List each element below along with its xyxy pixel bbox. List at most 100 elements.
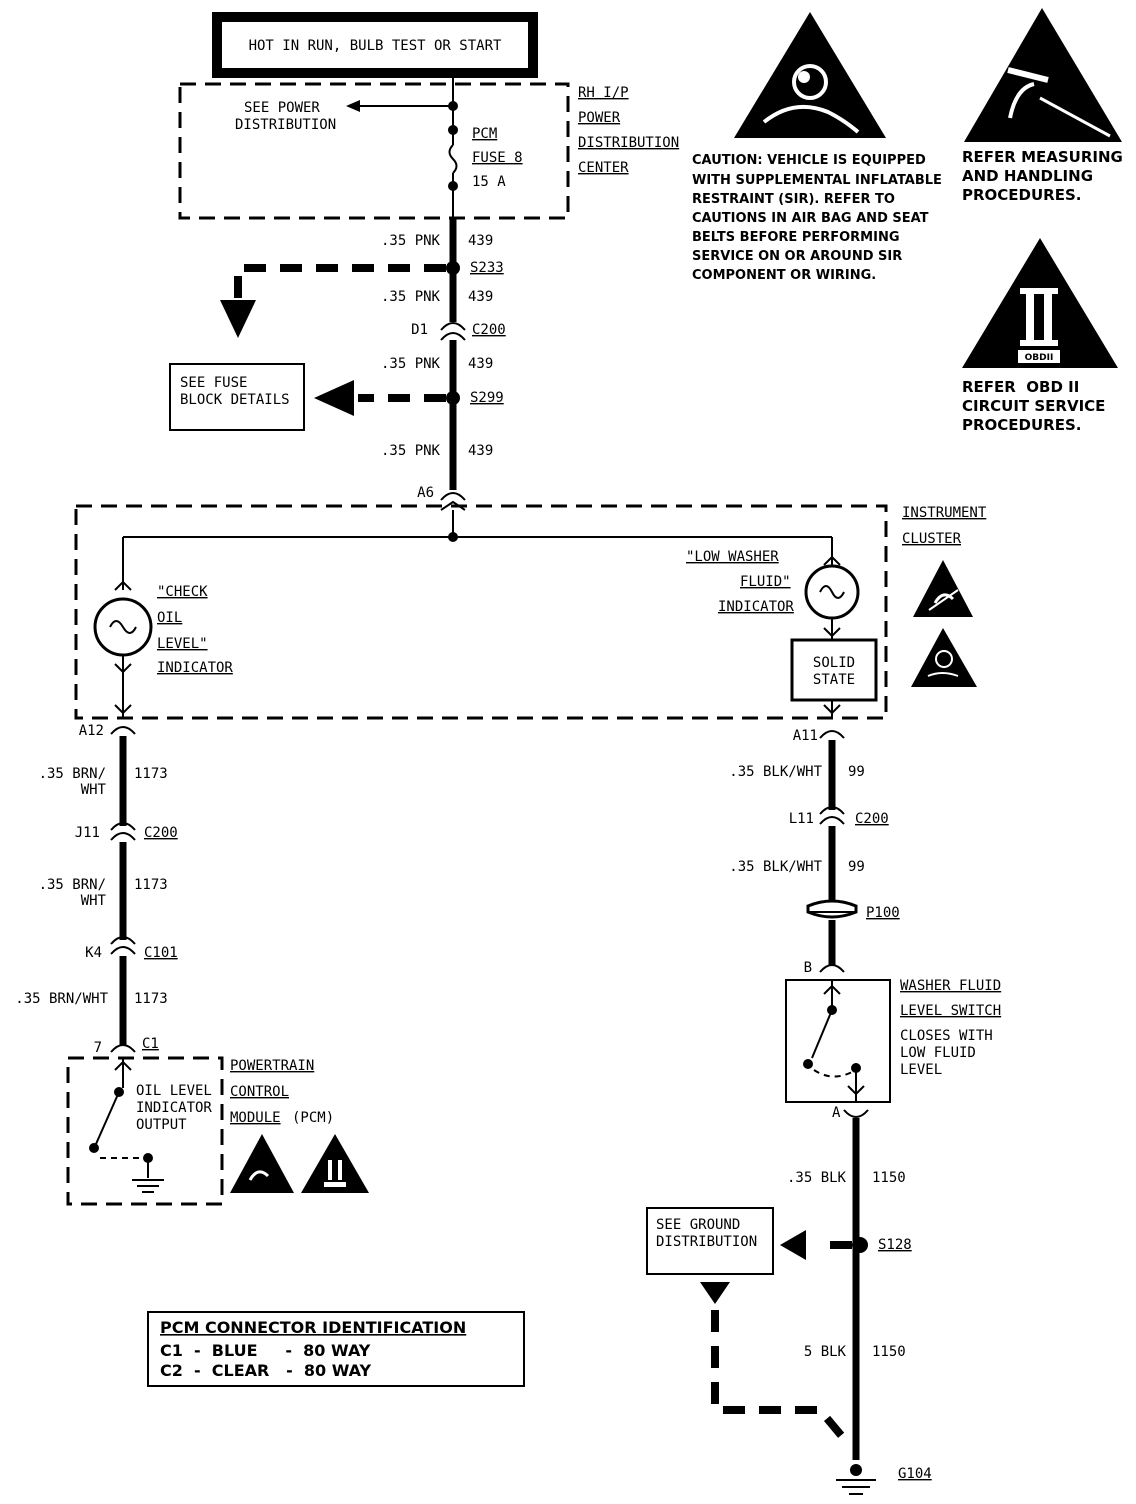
sir-note-6: SERVICE ON OR AROUND SIR	[692, 249, 902, 264]
wire-1150-num-2: 1150	[872, 1344, 906, 1360]
pcm-connector-id-row2: C2 - CLEAR - 80 WAY	[160, 1361, 371, 1380]
fuse-label-2: FUSE 8	[472, 150, 523, 166]
ground-g104-label: G104	[898, 1466, 932, 1482]
splice-s128-label: S128	[878, 1237, 912, 1253]
connector-p100-label: P100	[866, 905, 900, 921]
sir-note-1: CAUTION: VEHICLE IS EQUIPPED	[692, 153, 926, 168]
esd-note-2: AND HANDLING	[962, 167, 1093, 185]
power-source-box: HOT IN RUN, BULB TEST OR START	[212, 12, 538, 78]
connector-l11-label: L11	[789, 811, 814, 827]
s128-arrow	[780, 1230, 806, 1260]
connector-c101-label: C101	[144, 945, 178, 961]
pcm-output-label-3: OUTPUT	[136, 1117, 187, 1133]
p100-passthrough	[806, 899, 858, 919]
solid-state-label-1: SOLID	[813, 655, 855, 671]
pcm-connector-id-row1: C1 - BLUE - 80 WAY	[160, 1341, 371, 1360]
sir-icon-small	[911, 628, 977, 687]
pcm-name-4: (PCM)	[292, 1110, 334, 1126]
connector-a12-label: A12	[79, 723, 104, 739]
wire-99-gauge-2: .35 BLK/WHT	[729, 859, 822, 875]
pcm-outline	[66, 1056, 224, 1206]
obd-note-3: PROCEDURES.	[962, 416, 1081, 434]
low-washer-label-1: "LOW WASHER	[686, 549, 779, 565]
fuse-block-name-4: CENTER	[578, 160, 629, 176]
cluster-name-2: CLUSTER	[902, 531, 962, 547]
check-oil-label-4: INDICATOR	[157, 660, 233, 676]
instrument-cluster-outline	[74, 504, 888, 720]
connector-a-label: A	[832, 1105, 841, 1121]
fuse-details-line2: BLOCK DETAILS	[180, 392, 290, 408]
ground-dashed-path	[711, 1310, 854, 1449]
fuse-block-name-2: POWER	[578, 110, 621, 126]
connector-pin7-label: 7	[94, 1040, 102, 1056]
wire-1150-gauge-1: .35 BLK	[787, 1170, 847, 1186]
wire-99-num-2: 99	[848, 859, 865, 875]
see-power-arrow	[346, 100, 360, 112]
connector-a6-label: A6	[417, 485, 434, 501]
wire-439-gauge-4: .35 PNK	[381, 443, 441, 459]
fuse-details-box	[169, 363, 305, 431]
wire-99-gauge-1: .35 BLK/WHT	[729, 764, 822, 780]
fuse-block-name-1: RH I/P	[578, 85, 629, 101]
esd-note-3: PROCEDURES.	[962, 186, 1081, 204]
fuse-label-3: 15 A	[472, 174, 506, 190]
fuse-block-name-3: DISTRIBUTION	[578, 135, 679, 151]
washer-switch-contacts	[803, 980, 865, 1102]
fuse-block-labels: SEE POWER DISTRIBUTION PCM FUSE 8 15 A R…	[235, 85, 679, 190]
splice-s299	[446, 391, 460, 405]
sir-note-7: COMPONENT OR WIRING.	[692, 268, 876, 283]
connector-d1-label: D1	[411, 322, 428, 338]
see-power-line1: SEE POWER	[244, 100, 320, 116]
wire-1173-num-2: 1173	[134, 877, 168, 893]
wire-1173-gauge-2b: WHT	[81, 893, 107, 909]
solid-state-box	[790, 638, 878, 702]
wire-1173-gauge-3: .35 BRN/WHT	[15, 991, 108, 1007]
pcm-output-label-2: INDICATOR	[136, 1100, 212, 1116]
sir-note-5: BELTS BEFORE PERFORMING	[692, 230, 900, 245]
obd-ii-icon: OBDII	[962, 238, 1118, 368]
ground-distribution-line2: DISTRIBUTION	[656, 1234, 757, 1250]
s299-arrow-left	[314, 380, 354, 416]
pcm-connector-id-title: PCM CONNECTOR IDENTIFICATION	[160, 1318, 466, 1337]
fuse-block-outline	[178, 82, 570, 220]
wire-1150-gauge-2: 5 BLK	[804, 1344, 847, 1360]
wire-99-num-1: 99	[848, 764, 865, 780]
fuse-symbol	[448, 144, 458, 174]
washer-switch-box	[785, 979, 891, 1103]
splice-s233	[446, 261, 460, 275]
low-washer-label-2: FLUID"	[740, 574, 791, 590]
obd-note-2: CIRCUIT SERVICE	[962, 397, 1105, 415]
pcm-obd-icon	[301, 1134, 369, 1193]
wire-439-num-3: 439	[468, 356, 493, 372]
obd-note-1: REFER OBD II	[962, 378, 1079, 396]
obd-badge-text: OBDII	[1025, 353, 1054, 363]
wire-439-num-2: 439	[468, 289, 493, 305]
sir-note-3: RESTRAINT (SIR). REFER TO	[692, 192, 895, 207]
washer-switch-name-1: WASHER FLUID	[900, 978, 1001, 994]
connector-a11-label: A11	[793, 728, 818, 744]
connector-c200-top-label: C200	[472, 322, 506, 338]
esd-note-1: REFER MEASURING	[962, 148, 1123, 166]
washer-switch-desc-2: LOW FLUID	[900, 1045, 976, 1061]
s233-arrow-down	[220, 300, 256, 338]
pcm-output-switch	[89, 1058, 164, 1193]
power-source-label: HOT IN RUN, BULB TEST OR START	[249, 38, 502, 54]
connector-c200-left-label: C200	[144, 825, 178, 841]
washer-switch-name-2: LEVEL SWITCH	[900, 1003, 1001, 1019]
wire-439-labels: .35 PNK 439 .35 PNK 439 .35 PNK 439 .35 …	[381, 233, 493, 459]
check-oil-label-3: LEVEL"	[157, 636, 208, 652]
solid-state-label-2: STATE	[813, 672, 855, 688]
check-oil-label-1: "CHECK	[157, 584, 208, 600]
ground-distribution-line1: SEE GROUND	[656, 1217, 740, 1233]
ground-arrow-up	[700, 1282, 730, 1304]
pcm-output-label-1: OIL LEVEL	[136, 1083, 212, 1099]
fuse-details-line1: SEE FUSE	[180, 375, 247, 391]
splice-s299-label: S299	[470, 390, 504, 406]
wire-1173-num-1: 1173	[134, 766, 168, 782]
wire-439-num-1: 439	[468, 233, 493, 249]
connector-b-label: B	[804, 960, 812, 976]
connector-k4-label: K4	[85, 945, 102, 961]
wire-439-gauge-1: .35 PNK	[381, 233, 441, 249]
low-washer-label-3: INDICATOR	[718, 599, 794, 615]
